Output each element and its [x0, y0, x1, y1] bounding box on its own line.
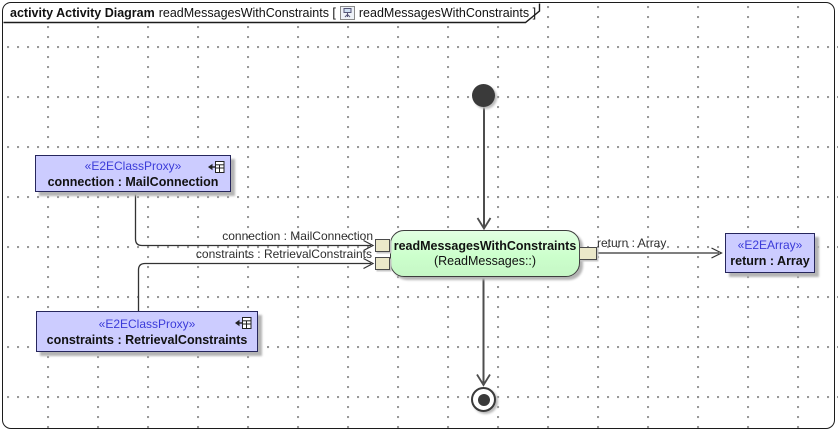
initial-node[interactable]	[472, 84, 495, 107]
edge-label-return[interactable]: return : Array	[597, 236, 667, 250]
object-node-return-stereotype: «E2EArray»	[737, 238, 803, 252]
input-pin-constraints[interactable]	[375, 257, 390, 270]
edge-label-connection[interactable]: connection : MailConnection	[222, 229, 373, 243]
element-reference-icon	[235, 317, 252, 329]
object-node-connection-stereotype: «E2EClassProxy»	[84, 158, 182, 173]
frame-title-tab-fill	[3, 3, 540, 23]
edge-constraints-arrowhead	[363, 257, 375, 270]
object-node-connection-name: connection : MailConnection	[47, 174, 219, 189]
object-node-constraints[interactable]: «E2EClassProxy» constraints : RetrievalC…	[36, 311, 258, 352]
frame-title: activity Activity Diagram readMessagesWi…	[10, 6, 536, 20]
action-qualifier: (ReadMessages::)	[433, 253, 537, 268]
object-node-constraints-name: constraints : RetrievalConstraints	[46, 332, 248, 347]
frame-title-diagram-name: readMessagesWithConstraints ]	[358, 6, 537, 20]
action-node[interactable]: readMessagesWithConstraints (ReadMessage…	[390, 230, 580, 277]
object-node-constraints-stereotype: «E2EClassProxy»	[98, 316, 196, 331]
edge-connection-object-flow[interactable]	[134, 192, 372, 247]
edge-action-to-final-arrowhead	[476, 374, 491, 387]
frame-title-context: readMessagesWithConstraints [	[158, 6, 336, 20]
activity-diagram-icon	[339, 6, 355, 20]
output-pin-return[interactable]	[579, 247, 597, 260]
object-node-return-name: return : Array	[730, 254, 810, 268]
edge-connection-arrowhead	[363, 239, 375, 252]
edge-initial-to-action-arrowhead	[476, 217, 492, 231]
edge-return-arrowhead	[711, 247, 723, 259]
action-name: readMessagesWithConstraints	[393, 238, 577, 253]
edge-constraints-object-flow[interactable]	[137, 262, 372, 312]
activity-final-node[interactable]	[471, 387, 496, 412]
object-node-return[interactable]: «E2EArray» return : Array	[725, 233, 815, 273]
input-pin-connection[interactable]	[375, 239, 390, 252]
activity-final-node-dot	[477, 393, 490, 406]
frame-title-kind: activity Activity Diagram	[10, 6, 155, 20]
edge-label-constraints[interactable]: constraints : RetrievalConstraints	[195, 247, 372, 261]
element-reference-icon	[208, 161, 225, 173]
frame-title-tab[interactable]	[3, 3, 543, 24]
object-node-connection[interactable]: «E2EClassProxy» connection : MailConnect…	[35, 155, 231, 192]
frame-title-tab-outline	[3, 3, 541, 24]
